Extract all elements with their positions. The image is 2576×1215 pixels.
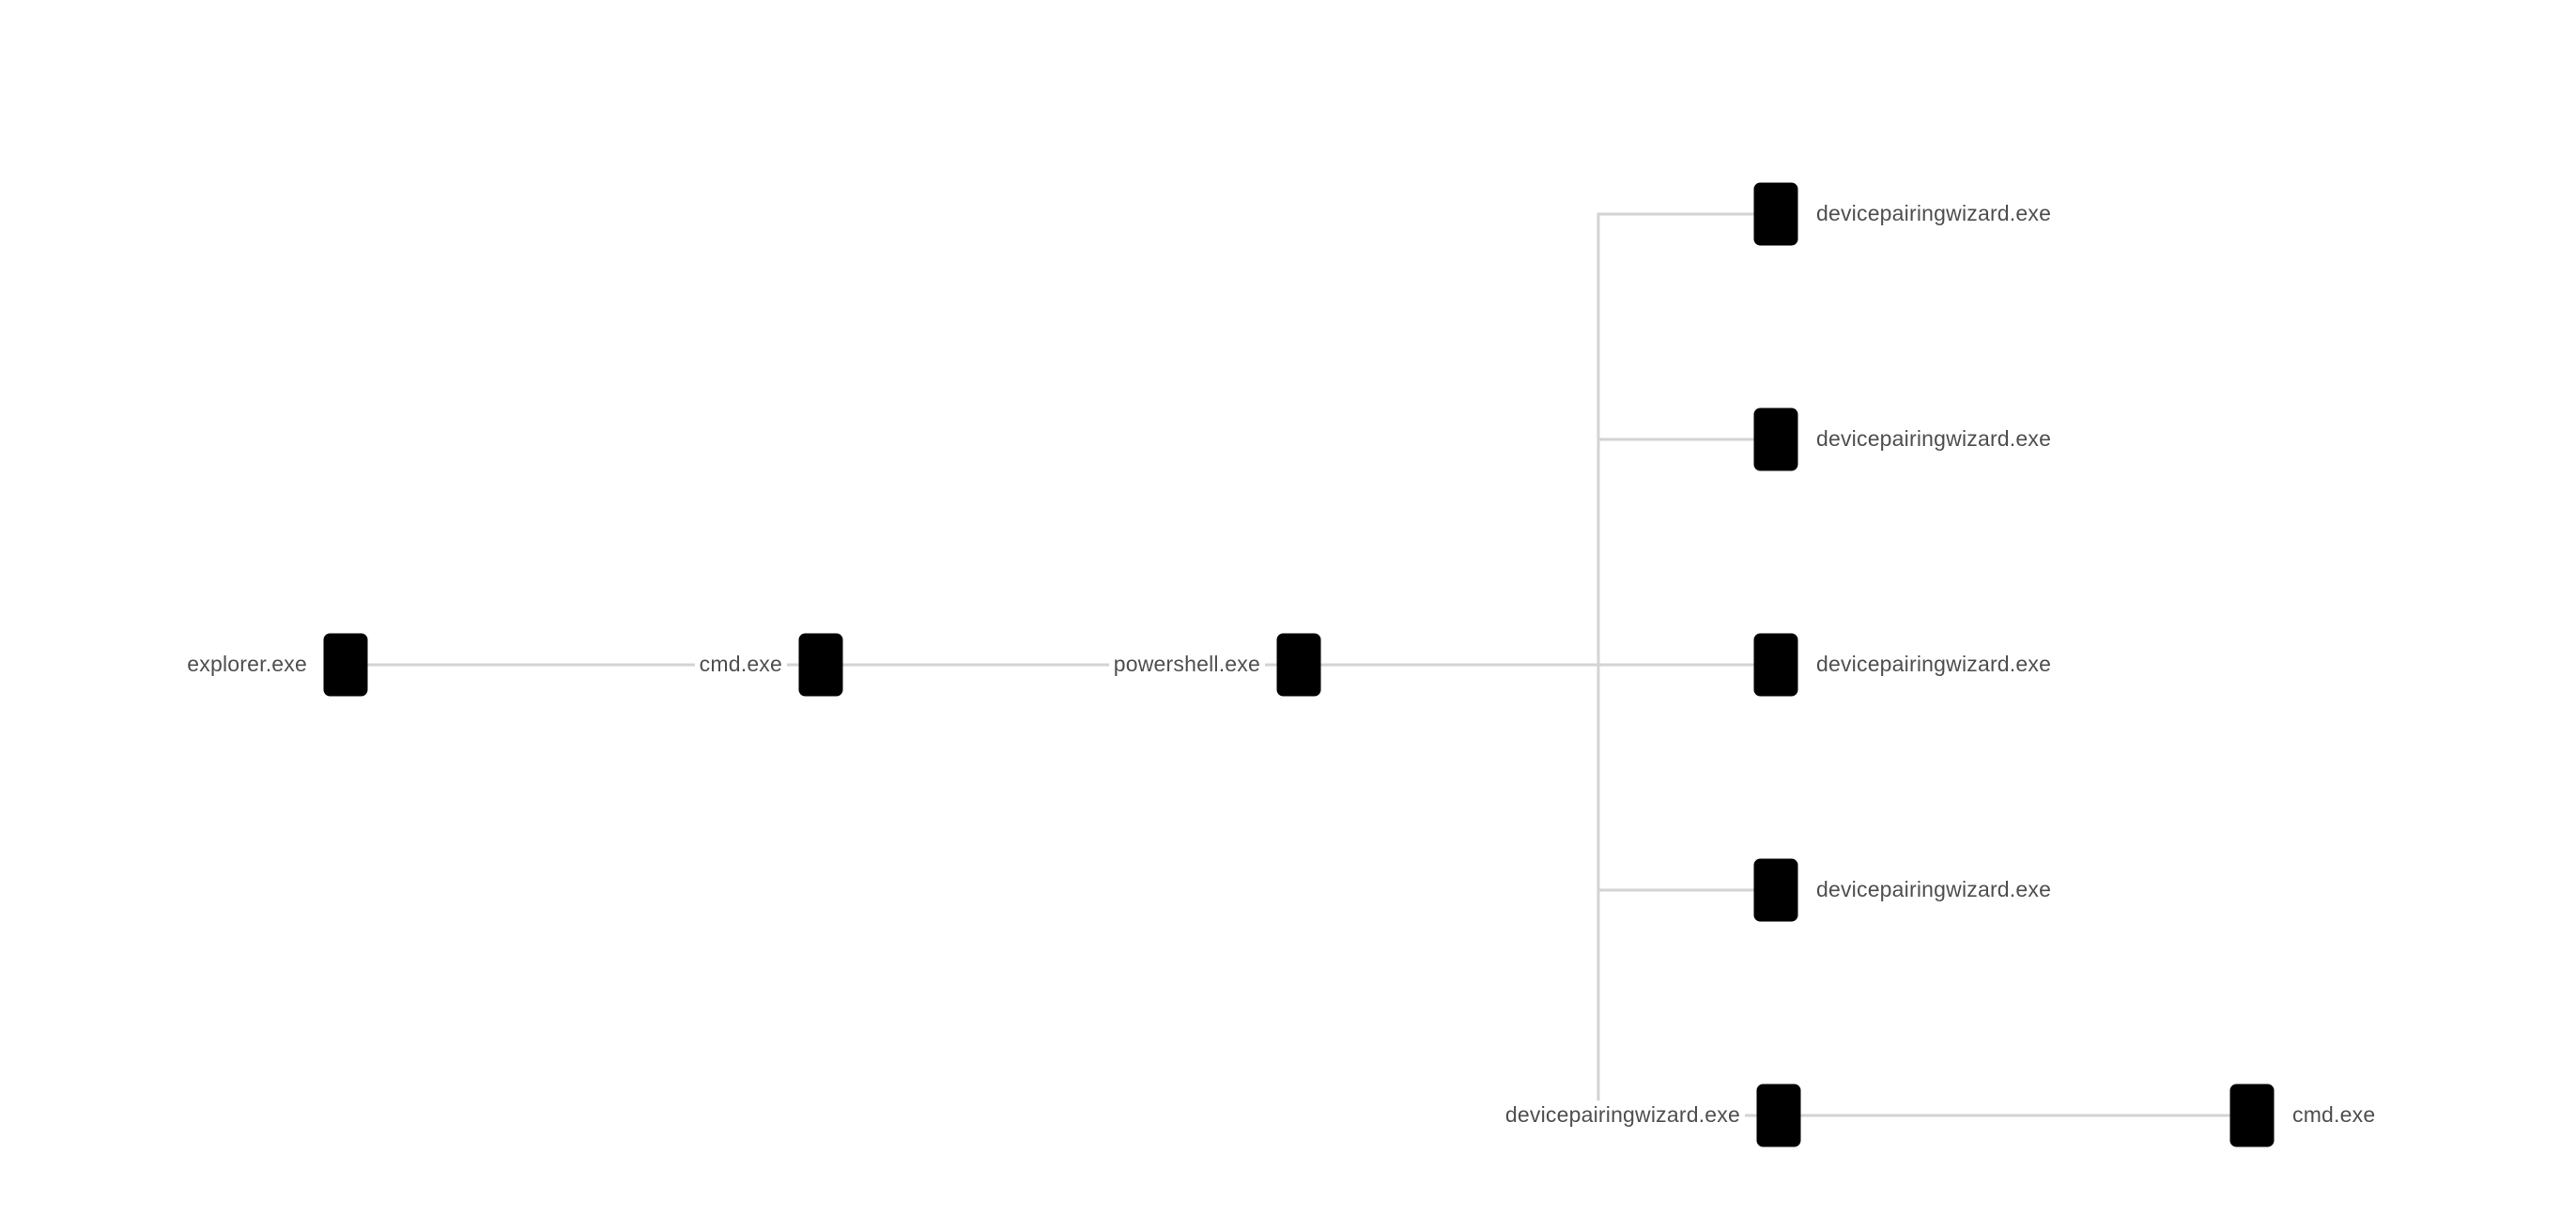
process-node-label: powershell.exe bbox=[1108, 650, 1265, 680]
process-executable-icon bbox=[323, 633, 368, 697]
process-node-powershell[interactable]: powershell.exe bbox=[1108, 631, 1323, 699]
process-executable-icon bbox=[1753, 408, 1798, 471]
process-node-label: devicepairingwizard.exe bbox=[1500, 1100, 1745, 1130]
process-executable-icon bbox=[1753, 182, 1798, 246]
process-executable-icon bbox=[1753, 858, 1798, 922]
process-executable-icon bbox=[1276, 633, 1321, 697]
process-node-label: cmd.exe bbox=[2288, 1100, 2381, 1130]
process-node-devicepairingwizard-3[interactable]: devicepairingwizard.exe bbox=[1751, 631, 2057, 699]
process-node-label: explorer.exe bbox=[182, 650, 312, 680]
process-node-label: devicepairingwizard.exe bbox=[1812, 424, 2057, 454]
process-node-explorer[interactable]: explorer.exe bbox=[182, 631, 370, 699]
process-node-devicepairingwizard-2[interactable]: devicepairingwizard.exe bbox=[1751, 406, 2057, 473]
process-node-label: devicepairingwizard.exe bbox=[1812, 650, 2057, 680]
process-node-devicepairingwizard-1[interactable]: devicepairingwizard.exe bbox=[1751, 180, 2057, 248]
process-executable-icon bbox=[2229, 1084, 2275, 1147]
process-executable-icon bbox=[1753, 633, 1798, 697]
process-node-label: devicepairingwizard.exe bbox=[1812, 199, 2057, 229]
process-node-label: cmd.exe bbox=[694, 650, 787, 680]
process-node-devicepairingwizard-4[interactable]: devicepairingwizard.exe bbox=[1751, 856, 2057, 924]
process-node-label: devicepairingwizard.exe bbox=[1812, 875, 2057, 905]
process-node-cmd-2[interactable]: cmd.exe bbox=[2228, 1082, 2381, 1149]
process-node-devicepairingwizard-5[interactable]: devicepairingwizard.exe bbox=[1500, 1082, 1803, 1149]
process-executable-icon bbox=[798, 633, 843, 697]
process-node-cmd-1[interactable]: cmd.exe bbox=[694, 631, 845, 699]
process-executable-icon bbox=[1756, 1084, 1801, 1147]
